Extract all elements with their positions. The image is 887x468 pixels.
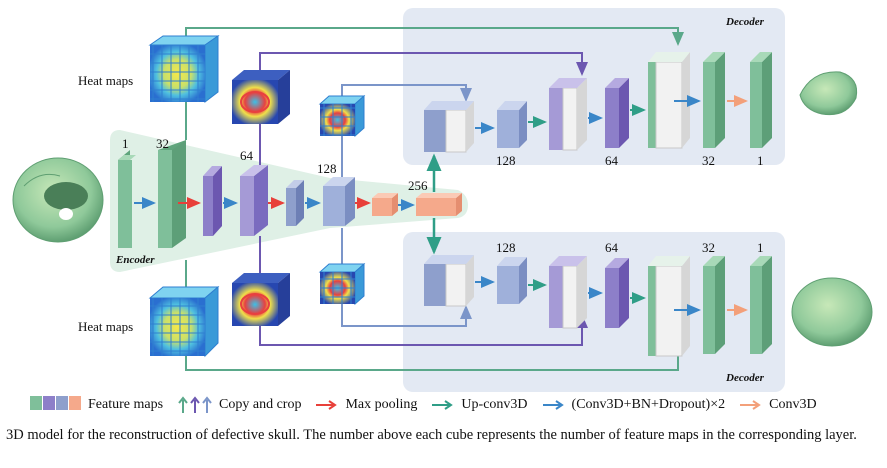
heat-maps-top-label: Heat maps	[78, 73, 133, 88]
heatmap-cube-top-large	[148, 35, 220, 104]
legend: Feature maps Copy and crop Max pooling U…	[30, 393, 880, 417]
enc-block-128	[323, 177, 355, 226]
num-enc-256: 256	[408, 178, 428, 193]
num-enc-128: 128	[317, 161, 337, 176]
legend-conv-bn: (Conv3D+BN+Dropout)×2	[542, 397, 726, 413]
skull-output-bottom-icon	[791, 277, 873, 347]
legend-copy-crop-label: Copy and crop	[219, 397, 302, 412]
dec-bottom-block-64	[605, 258, 629, 328]
heat-maps-bottom-label: Heat maps	[78, 319, 133, 334]
decoder-top-label: Decoder	[725, 16, 765, 28]
conv3d-arrow-icon	[740, 400, 761, 410]
num-dt-64: 64	[605, 153, 619, 168]
dec-bottom-block-128	[497, 257, 527, 304]
encoder-label: Encoder	[115, 254, 155, 266]
heatmap-cube-top-small	[318, 94, 366, 138]
dec-bottom-concat-32	[648, 256, 690, 357]
dec-bottom-concat-64	[549, 256, 587, 329]
legend-conv3d: Conv3D	[739, 397, 817, 413]
num-enc-1: 1	[122, 136, 129, 151]
unet-diagram: Decoder Decoder Encoder	[12, 8, 873, 392]
num-enc-64: 64	[240, 148, 254, 163]
dec-top-block-128	[497, 101, 527, 148]
num-db-32: 32	[702, 240, 715, 255]
heatmap-cube-top-mid	[232, 70, 290, 124]
dec-top-block-64	[605, 78, 629, 148]
num-enc-32: 32	[156, 136, 169, 151]
enc-block-256	[416, 193, 462, 216]
skull-input-icon	[12, 157, 104, 243]
enc-block-64	[240, 165, 268, 236]
heatmap-cube-bottom-small	[318, 262, 366, 306]
num-db-64: 64	[605, 240, 619, 255]
conv-bn-arrow-icon	[542, 400, 564, 410]
legend-max-pooling: Max pooling	[315, 397, 417, 413]
num-dt-128: 128	[496, 153, 516, 168]
heatmap-cube-bottom-mid	[232, 273, 290, 326]
enc-block-1	[118, 150, 136, 248]
enc-block-pool1	[203, 166, 222, 236]
num-dt-32: 32	[702, 153, 715, 168]
skull-output-top-icon	[799, 71, 858, 116]
dec-top-block-1	[750, 52, 772, 148]
enc-block-pool3	[372, 193, 398, 216]
dec-top-concat-128	[424, 101, 474, 153]
legend-up-conv-label: Up-conv3D	[461, 397, 528, 412]
dec-top-concat-64	[549, 78, 587, 151]
legend-conv-bn-label: (Conv3D+BN+Dropout)×2	[571, 397, 726, 412]
legend-up-conv: Up-conv3D	[431, 397, 528, 413]
dec-bottom-block-1	[750, 256, 772, 354]
dec-bottom-concat-128	[424, 255, 474, 307]
legend-feature-maps-label: Feature maps	[88, 397, 164, 412]
legend-copy-crop: Copy and crop	[177, 396, 301, 414]
dec-top-concat-32	[648, 52, 690, 149]
legend-conv3d-label: Conv3D	[769, 397, 817, 412]
decoder-bottom-label: Decoder	[725, 372, 765, 384]
up-conv-arrow-icon	[432, 400, 454, 410]
num-dt-1: 1	[757, 153, 764, 168]
copy-crop-arrows-icon	[178, 396, 212, 413]
max-pool-arrow-icon	[316, 400, 338, 410]
heatmap-cube-bottom-large	[148, 285, 220, 358]
num-db-128: 128	[496, 240, 516, 255]
dec-top-block-32	[703, 52, 725, 148]
enc-block-pool2	[286, 180, 304, 226]
figure-caption: 3D model for the reconstruction of defec…	[6, 427, 857, 443]
dec-bottom-block-32	[703, 256, 725, 354]
feature-map-swatches-icon	[30, 395, 82, 415]
enc-block-32	[158, 140, 186, 248]
num-db-1: 1	[757, 240, 764, 255]
legend-feature-maps: Feature maps	[30, 395, 164, 415]
legend-max-pooling-label: Max pooling	[345, 397, 418, 412]
